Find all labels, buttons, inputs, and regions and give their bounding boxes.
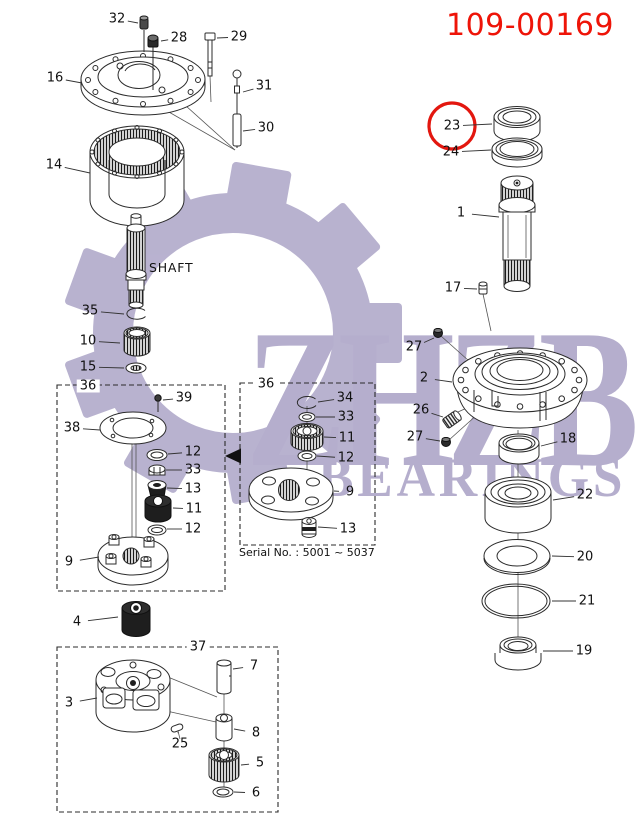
part-label-4: 4 <box>72 614 82 630</box>
part-seal-24 <box>491 137 543 168</box>
part-label-23: 23 <box>443 118 461 134</box>
part-oring-21 <box>481 583 551 619</box>
part-carrier-3 <box>95 659 171 733</box>
part-bolt-32 <box>139 15 149 52</box>
part-bearing-23 <box>493 106 541 142</box>
part-shaft <box>125 213 147 309</box>
part-label-9: 9 <box>345 484 355 500</box>
part-gear-10 <box>123 326 151 357</box>
part-bearing-22 <box>484 476 552 534</box>
part-label-29: 29 <box>230 29 248 45</box>
part-label-24: 24 <box>442 144 460 160</box>
part-label-33: 33 <box>337 409 355 425</box>
part-label-13: 13 <box>339 521 357 537</box>
part-label-26: 26 <box>412 402 430 418</box>
part-washer-6 <box>212 786 234 798</box>
part-label-15: 15 <box>79 359 97 375</box>
part-label-36: 36 <box>76 379 100 393</box>
part-washer-33b <box>298 412 316 422</box>
part-plug-26 <box>442 410 462 429</box>
part-label-27: 27 <box>406 429 424 445</box>
part-label-20: 20 <box>576 549 594 565</box>
variant-arrow-icon <box>225 448 241 464</box>
part-tube-30 <box>232 113 242 147</box>
part-label-30: 30 <box>257 120 275 136</box>
part-label-14: 14 <box>45 157 63 173</box>
part-label-27: 27 <box>405 339 423 355</box>
shaft-text-label: SHAFT <box>149 260 194 275</box>
part-seal-19 <box>494 636 542 671</box>
part-label-28: 28 <box>170 30 188 46</box>
part-label-1: 1 <box>456 205 466 221</box>
part-plug-27b <box>441 437 451 447</box>
part-nut-15 <box>125 362 147 374</box>
part-bolt-39 <box>154 394 162 412</box>
part-label-10: 10 <box>79 333 97 349</box>
part-label-25: 25 <box>171 736 189 752</box>
part-label-7: 7 <box>249 658 259 674</box>
part-label-6: 6 <box>251 785 261 801</box>
serial-number-note: Serial No. : 5001 ~ 5037 <box>239 546 375 559</box>
part-label-33: 33 <box>184 462 202 478</box>
part-label-39: 39 <box>175 390 193 406</box>
part-label-2: 2 <box>419 370 429 386</box>
part-label-11: 11 <box>185 501 203 517</box>
part-gear-11b <box>290 423 324 451</box>
part-label-21: 21 <box>578 593 596 609</box>
part-plate-20 <box>483 539 551 575</box>
part-carrier-9b <box>248 467 334 521</box>
part-label-13: 13 <box>184 481 202 497</box>
part-plug-17 <box>478 281 488 295</box>
part-label-37: 37 <box>186 640 210 654</box>
part-ring-gear-14 <box>89 125 185 227</box>
part-washer-12c <box>297 450 317 462</box>
part-bushing-33a <box>148 464 166 476</box>
part-pin-7 <box>216 659 232 695</box>
group-boxes <box>56 382 376 813</box>
part-housing-2 <box>452 347 588 429</box>
part-label-38: 38 <box>63 420 81 436</box>
part-label-16: 16 <box>46 70 64 86</box>
part-gear-4 <box>121 601 151 637</box>
part-pin-13b <box>301 517 317 538</box>
part-label-31: 31 <box>255 78 273 94</box>
part-label-8: 8 <box>251 725 261 741</box>
part-label-12: 12 <box>184 521 202 537</box>
part-carrier-9a <box>97 534 169 586</box>
part-label-22: 22 <box>576 487 594 503</box>
part-plug-28 <box>147 34 159 90</box>
part-label-3: 3 <box>64 695 74 711</box>
part-label-34: 34 <box>336 390 354 406</box>
part-pin-25 <box>170 723 184 733</box>
part-bolt-29 <box>204 32 216 77</box>
part-label-32: 32 <box>108 11 126 27</box>
part-label-9: 9 <box>64 554 74 570</box>
part-plug-27a <box>433 328 443 338</box>
part-label-19: 19 <box>575 643 593 659</box>
part-bushing-8 <box>215 713 233 742</box>
part-washer-12b <box>147 524 167 536</box>
part-washer-12a <box>146 449 168 461</box>
part-label-12: 12 <box>184 444 202 460</box>
part-seal-18 <box>498 433 540 465</box>
part-snap-ring-35 <box>126 307 146 320</box>
part-bearing-13a <box>147 480 167 498</box>
part-cover-16 <box>80 50 206 116</box>
highlight-circle-23 <box>427 101 477 151</box>
part-label-35: 35 <box>81 303 99 319</box>
part-number-title: 109-00169 <box>446 8 615 43</box>
part-gear-5 <box>208 747 240 783</box>
part-gear-11a <box>144 494 172 523</box>
part-snap-ring-34 <box>296 395 317 409</box>
part-shaft-1 <box>498 175 536 292</box>
part-plate-38 <box>99 411 167 445</box>
part-label-36: 36 <box>254 377 278 391</box>
part-label-18: 18 <box>559 431 577 447</box>
part-label-17: 17 <box>444 280 462 296</box>
part-label-5: 5 <box>255 755 265 771</box>
part-label-11: 11 <box>338 430 356 446</box>
part-label-12: 12 <box>337 450 355 466</box>
